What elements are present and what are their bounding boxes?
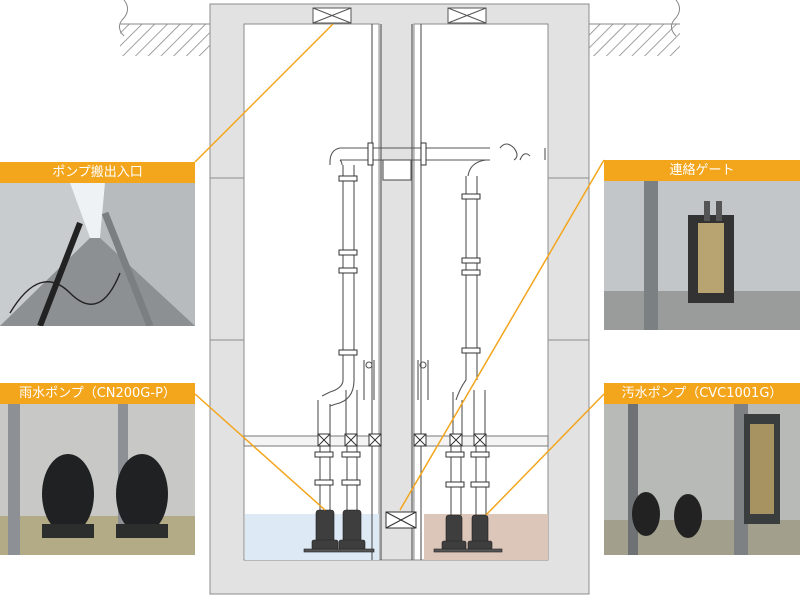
leader-lines [194, 23, 605, 516]
sewage-pump-photo [604, 404, 800, 555]
manhole-hatches [312, 7, 487, 24]
connecting-gate-label: 連絡ゲート [604, 160, 800, 181]
pump-hatch-photo [0, 183, 195, 326]
sewage-pump-label: 汚水ポンプ（CVC1001G） [604, 383, 800, 404]
pump-hatch-label: ポンプ搬出入口 [0, 162, 195, 183]
concrete-structure [209, 3, 590, 595]
leader-line-sewage-pump [485, 393, 605, 516]
connecting-gate-photo [604, 181, 800, 330]
ground-hatching [118, 0, 680, 56]
leader-line-rain-pump [194, 393, 326, 511]
rain-pump-photo [0, 404, 195, 555]
leader-line-pump-hatch [194, 23, 334, 163]
sewage-pumps-drawing [433, 514, 503, 553]
connecting-gate-drawing [385, 511, 417, 529]
leader-line-connecting-gate [399, 159, 605, 511]
pipe-flanges [314, 142, 490, 488]
gate-valves [317, 433, 487, 447]
rain-pumps-drawing [303, 509, 375, 553]
rain-pump-label: 雨水ポンプ（CN200G-P） [0, 383, 195, 404]
